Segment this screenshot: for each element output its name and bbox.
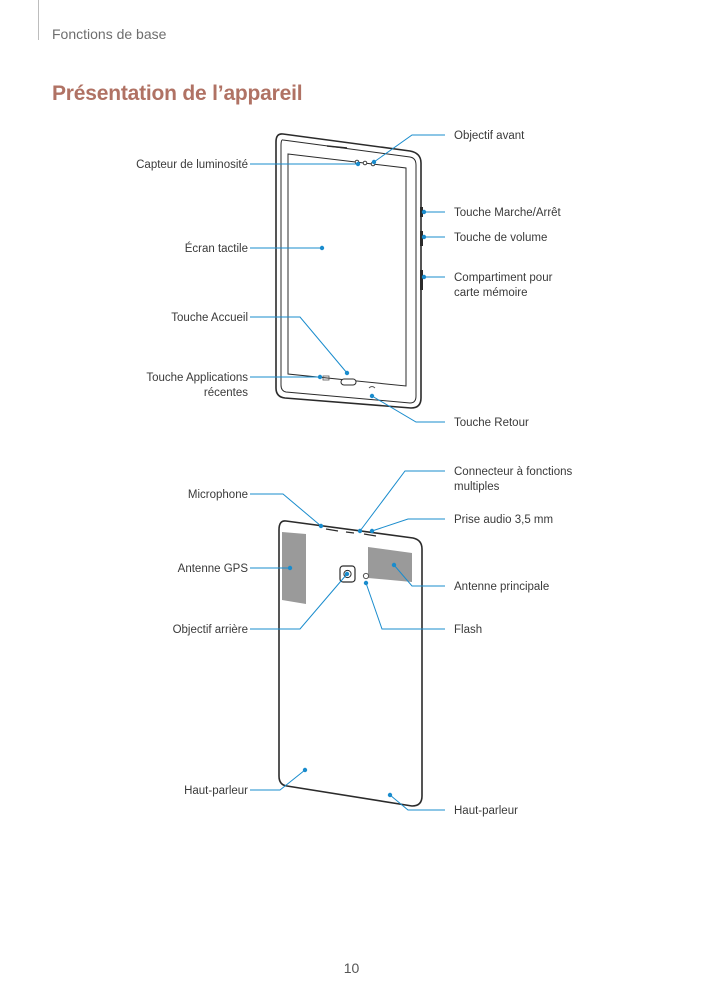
front-callouts: [250, 134, 445, 423]
back-callouts: [250, 470, 445, 811]
tablet-front: [275, 133, 423, 409]
label-compartiment-line2: carte mémoire: [454, 287, 528, 299]
tablet-back: [278, 520, 423, 807]
label-microphone: Microphone: [188, 489, 248, 501]
label-haut-parleur-right: Haut-parleur: [454, 805, 518, 817]
label-connecteur-line2: multiples: [454, 481, 500, 493]
label-objectif-avant: Objectif avant: [454, 130, 525, 142]
label-ecran: Écran tactile: [185, 242, 248, 255]
label-accueil: Touche Accueil: [171, 312, 248, 324]
section-name: Fonctions de base: [52, 26, 167, 42]
label-prise-audio: Prise audio 3,5 mm: [454, 514, 553, 526]
label-haut-parleur-left: Haut-parleur: [184, 785, 248, 797]
label-applications-line1: Touche Applications: [146, 372, 248, 384]
label-marche: Touche Marche/Arrêt: [454, 207, 562, 219]
label-volume: Touche de volume: [454, 232, 547, 244]
label-gps: Antenne GPS: [178, 563, 249, 575]
label-compartiment-line1: Compartiment pour: [454, 272, 553, 284]
label-objectif-arriere: Objectif arrière: [173, 624, 248, 636]
label-antenne-principale: Antenne principale: [454, 581, 549, 593]
header-rule: [38, 0, 39, 40]
label-applications-line2: récentes: [204, 387, 248, 399]
page-number: 10: [343, 960, 360, 976]
label-flash: Flash: [454, 624, 482, 636]
page-title: Présentation de l’appareil: [52, 82, 303, 105]
label-connecteur-line1: Connecteur à fonctions: [454, 466, 573, 478]
label-retour: Touche Retour: [454, 417, 529, 429]
label-capteur: Capteur de luminosité: [136, 159, 248, 171]
